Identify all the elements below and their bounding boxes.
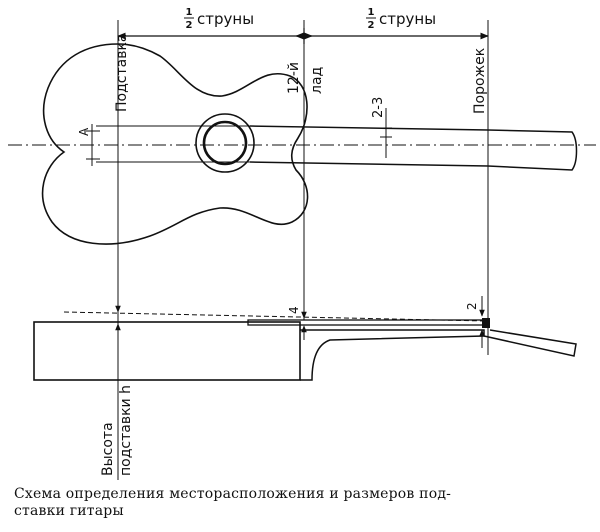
guitar-body-outline [41, 43, 309, 245]
caption-line-1: Схема определения месторасположения и ра… [14, 486, 452, 502]
side-neck [300, 329, 485, 381]
half-right-numerator: 1 [368, 7, 375, 18]
side-body [33, 321, 301, 381]
reference-lines [117, 20, 489, 480]
sound-hole-inner [202, 120, 248, 166]
half-string-left-label: 1 2 струны [184, 7, 254, 31]
height-label-line1: Высота [100, 422, 116, 476]
half-left-word: струны [197, 10, 254, 28]
guitar-top-view [8, 43, 596, 245]
half-string-right-label: 1 2 струны [366, 7, 436, 31]
dim-23-label: 2-3 [371, 97, 386, 118]
figure-caption: Схема определения месторасположения и ра… [14, 486, 574, 520]
nut-label: Порожек [472, 48, 488, 114]
top-dimension [117, 28, 489, 44]
fret12-label-line1: 12-й [286, 62, 302, 94]
half-right-denominator: 2 [368, 20, 375, 31]
sound-hole-outer [195, 113, 255, 173]
height-label-line2: подставки h [118, 385, 134, 476]
caption-line-2: ставки гитары [14, 503, 124, 519]
side-string-line [63, 311, 487, 322]
half-left-denominator: 2 [186, 20, 193, 31]
dim-a-label: А [77, 127, 91, 136]
guitar-neck-top [249, 125, 578, 171]
guitar-side-view [33, 292, 577, 381]
bridge-label: Подставка [114, 34, 130, 113]
half-left-numerator: 1 [186, 7, 193, 18]
side-headstock [483, 329, 577, 357]
dim-4-label: 4 [287, 306, 301, 314]
fret12-label-line2: лад [309, 67, 325, 94]
side-nut [482, 318, 490, 328]
half-right-word: струны [379, 10, 436, 28]
dim-2-label: 2 [465, 302, 479, 310]
